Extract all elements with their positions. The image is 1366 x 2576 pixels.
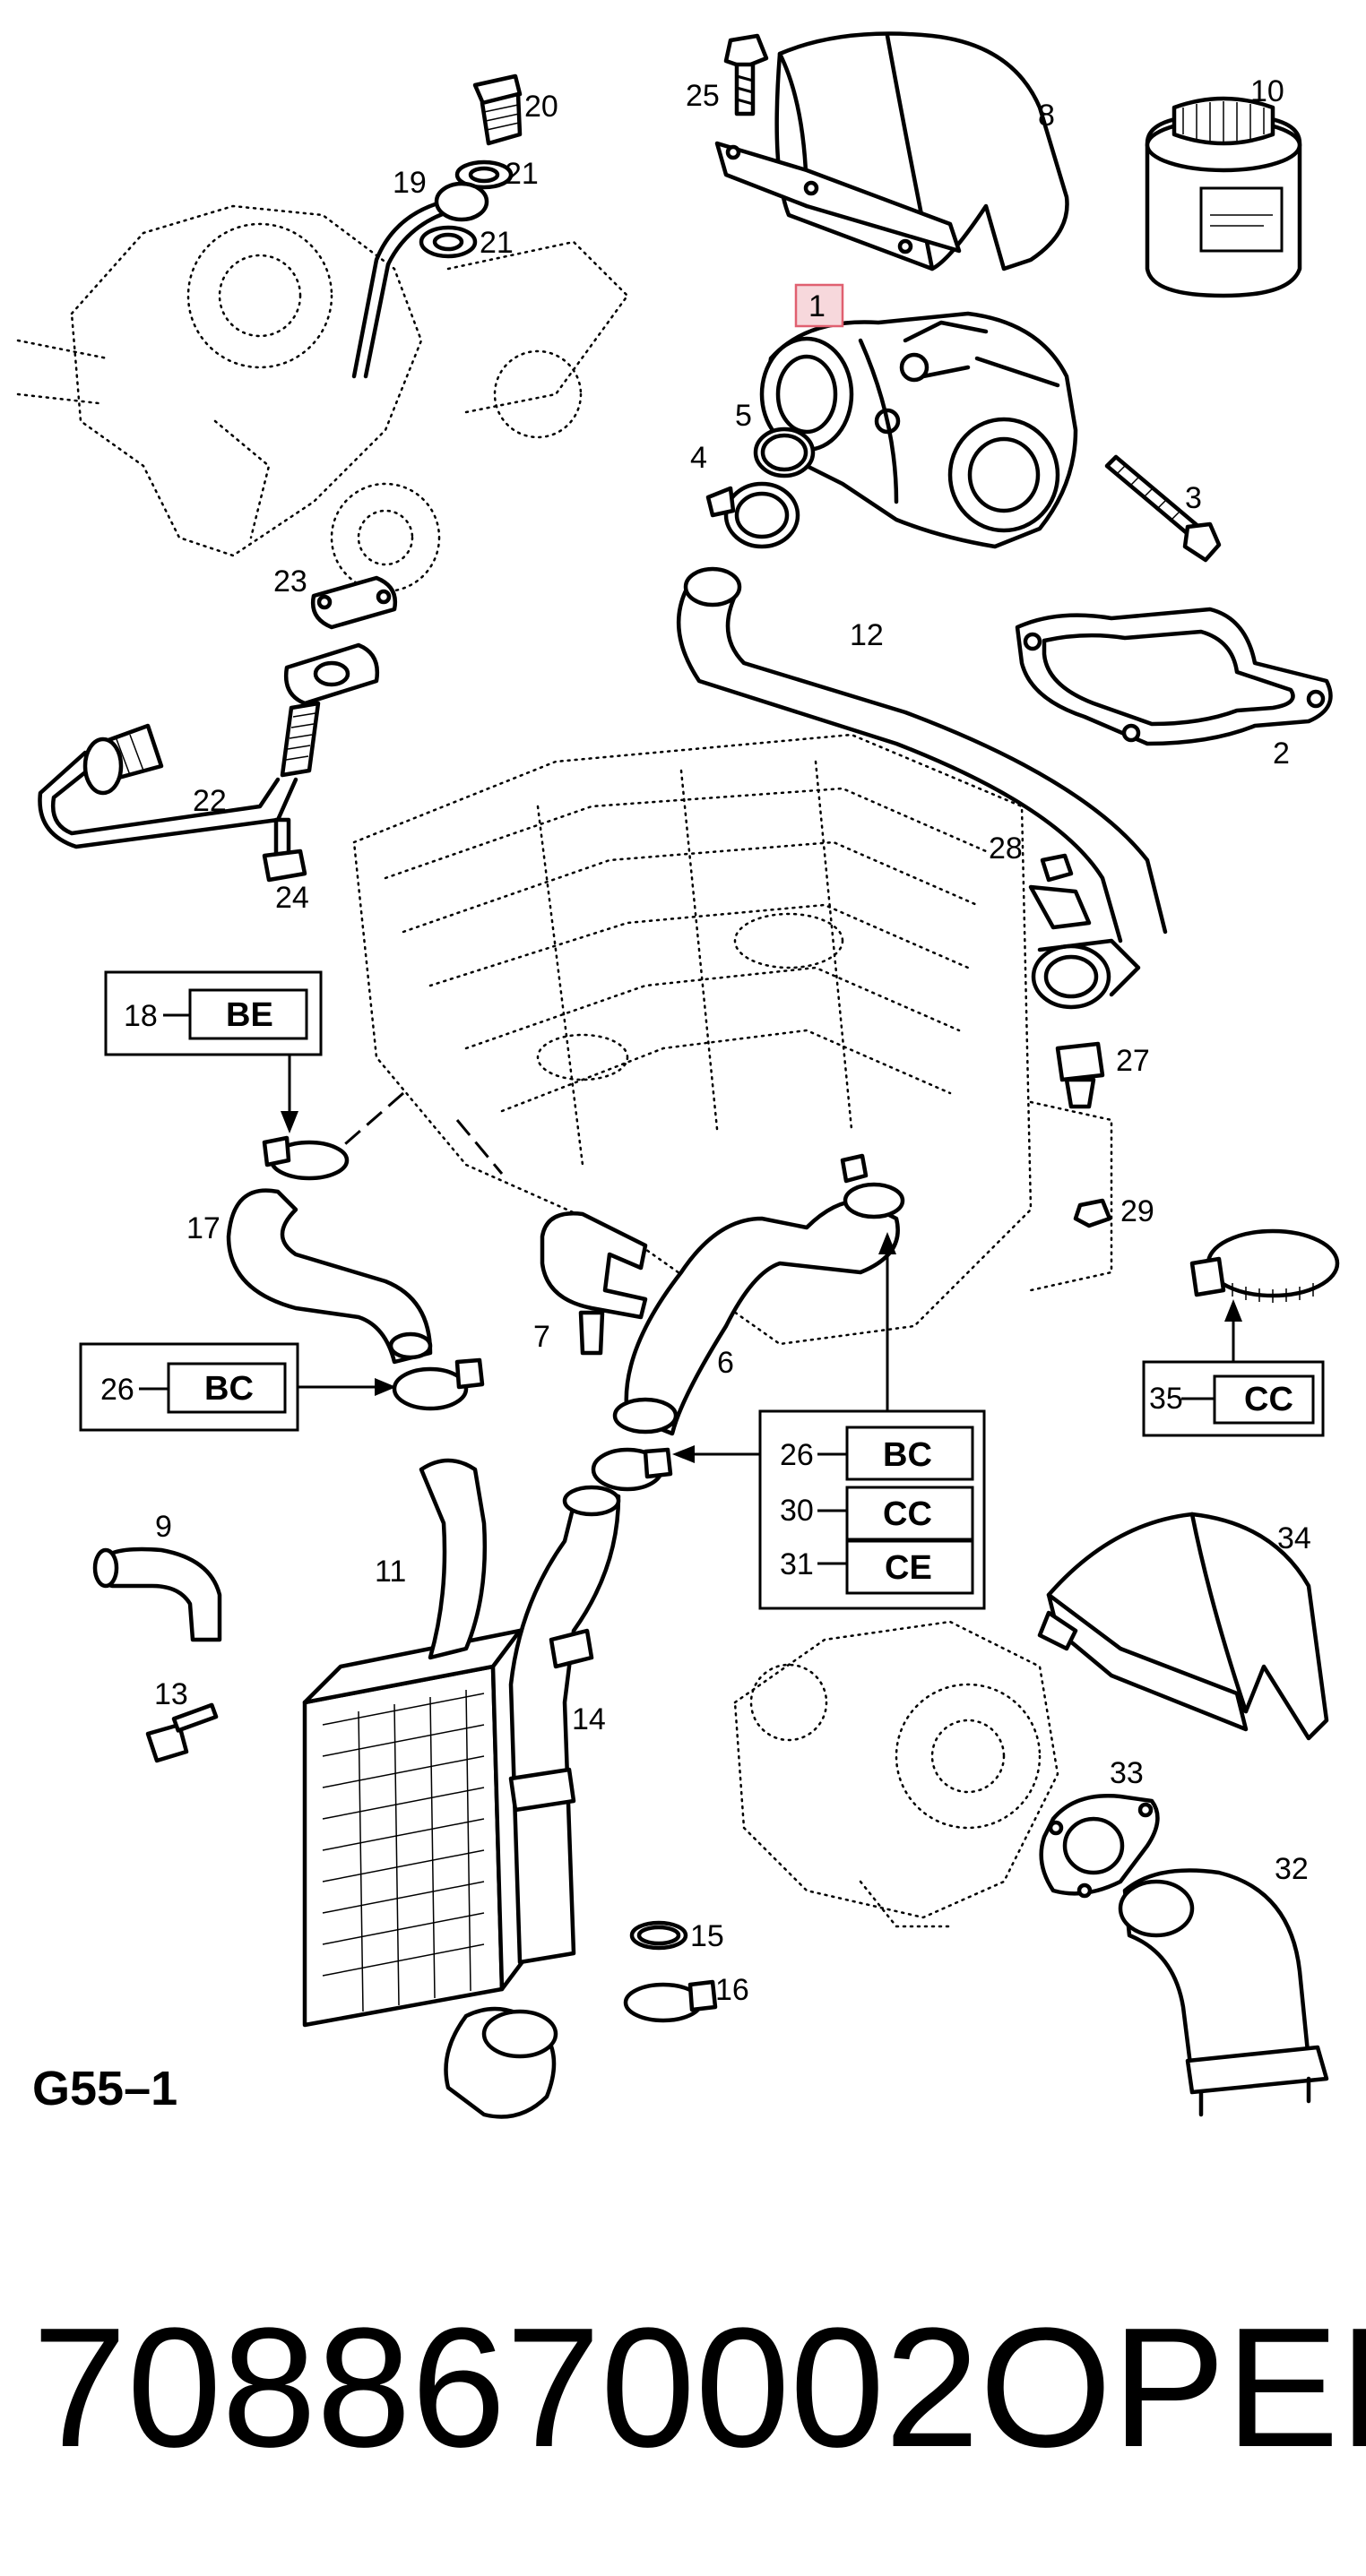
- part-9-hose: [92, 1546, 222, 1642]
- code-box-center-code-cc: CC: [883, 1495, 932, 1533]
- part-29-nut: [1073, 1198, 1112, 1228]
- callout-32: 32: [1275, 1852, 1309, 1886]
- part-21-washer-upper: [454, 159, 514, 190]
- part-32-elbow-pipe: [1118, 1868, 1329, 2117]
- code-box-26-left-code: BC: [204, 1370, 254, 1408]
- callout-20: 20: [524, 90, 558, 124]
- part-22-oil-return-pipe: [38, 642, 380, 849]
- callout-34: 34: [1277, 1521, 1311, 1555]
- part-13-bolt: [145, 1702, 219, 1763]
- code-box-26-left-number: 26: [100, 1373, 134, 1407]
- callout-23: 23: [273, 564, 307, 599]
- callout-1: 1: [808, 289, 826, 323]
- part-21-washer-lower: [419, 225, 478, 259]
- callout-25: 25: [686, 79, 720, 113]
- code-box-18-code: BE: [226, 996, 273, 1034]
- part-number: 7088670002: [32, 2293, 980, 2483]
- part-26-clamp-left: [392, 1357, 485, 1411]
- callout-11: 11: [375, 1555, 406, 1589]
- code-box-center: 26 BC 30 CC 31 CE: [672, 1232, 986, 1610]
- part-24-bolt: [262, 817, 307, 883]
- callout-2: 2: [1273, 737, 1290, 771]
- code-box-center-number-30: 30: [780, 1494, 814, 1528]
- callout-12: 12: [850, 618, 884, 652]
- part-2-gasket: [1015, 607, 1333, 746]
- code-box-18: 18 BE: [104, 970, 323, 1133]
- code-box-35-number: 35: [1149, 1382, 1183, 1416]
- engine-block-background: [352, 733, 1113, 1346]
- callout-14: 14: [572, 1702, 606, 1736]
- callout-5: 5: [735, 399, 752, 433]
- part-25-bolt: [723, 33, 769, 116]
- part-33-gasket: [1039, 1794, 1160, 1899]
- callout-8: 8: [1038, 99, 1055, 133]
- part-27-nut: [1055, 1041, 1105, 1109]
- code-box-26-left: 26 BC: [79, 1342, 396, 1432]
- callout-labels: 1 2 3 4 5 6 7 8 9 10 11 12 13 14 15 16 1…: [154, 74, 1311, 2007]
- part-19-oil-pipe: [351, 181, 489, 379]
- diagram-id: G55–1: [32, 2062, 178, 2115]
- callout-29: 29: [1120, 1194, 1154, 1228]
- callout-19: 19: [393, 166, 427, 200]
- part-17-hose: [226, 1188, 433, 1365]
- callout-4: 4: [690, 441, 707, 475]
- code-box-center-code-ce: CE: [885, 1549, 932, 1587]
- callout-15: 15: [690, 1919, 724, 1953]
- callout-21a: 21: [505, 157, 539, 191]
- callout-3: 3: [1185, 481, 1202, 515]
- part-23-gasket: [310, 575, 398, 630]
- callout-17: 17: [186, 1211, 220, 1245]
- part-1-turbocharger: [759, 311, 1078, 549]
- callout-27: 27: [1116, 1044, 1150, 1078]
- code-box-center-number-26: 26: [780, 1438, 814, 1472]
- callout-21b: 21: [480, 226, 514, 260]
- part-12-pipe: [676, 566, 1168, 1010]
- code-box-35: 35 CC: [1142, 1299, 1325, 1437]
- callout-22: 22: [193, 784, 227, 818]
- part-8-heat-shield: [714, 31, 1069, 271]
- callout-33: 33: [1110, 1756, 1144, 1790]
- part-34-heat-shield: [1037, 1512, 1329, 1741]
- code-box-center-number-31: 31: [780, 1547, 814, 1581]
- turbocharger-background-topleft: [16, 204, 629, 593]
- turbocharger-background-bottom: [733, 1620, 1059, 1928]
- code-box-18-number: 18: [124, 999, 158, 1033]
- callout-1-highlight: [794, 283, 844, 328]
- part-14-hose: [508, 1485, 621, 1965]
- part-5-o-ring: [753, 426, 816, 478]
- part-18-clamp: [262, 1135, 350, 1181]
- callout-16: 16: [715, 1973, 749, 2007]
- leader-line: [331, 1091, 404, 1158]
- part-20-banjo-bolt: [472, 73, 523, 146]
- part-7-bracket: [540, 1211, 648, 1356]
- part-28-bolt: [1040, 853, 1074, 883]
- callout-7: 7: [533, 1320, 550, 1354]
- part-26-clamp-center: [591, 1447, 673, 1492]
- code-box-35-code: CC: [1244, 1381, 1293, 1418]
- part-16-clamp: [623, 1979, 718, 2023]
- callout-6: 6: [717, 1346, 734, 1380]
- footer: 7088670002 OPEL: [32, 2293, 1366, 2483]
- code-box-center-code-bc: BC: [883, 1436, 932, 1474]
- part-10-oil-container: [1145, 96, 1302, 298]
- part-35-clamp: [1189, 1228, 1340, 1303]
- brand-name: OPEL: [979, 2293, 1366, 2483]
- part-3-bolt: [1104, 454, 1222, 563]
- part-6-hose: [612, 1198, 900, 1436]
- part-26-clamp-upper: [840, 1153, 905, 1219]
- part-4-clamp: [705, 481, 800, 549]
- callout-28: 28: [989, 831, 1023, 866]
- part-15-o-ring: [629, 1920, 688, 1951]
- callout-13: 13: [154, 1677, 188, 1711]
- callout-24: 24: [275, 881, 309, 915]
- leader-line: [455, 1119, 504, 1175]
- callout-10: 10: [1250, 74, 1284, 108]
- callout-9: 9: [155, 1510, 172, 1544]
